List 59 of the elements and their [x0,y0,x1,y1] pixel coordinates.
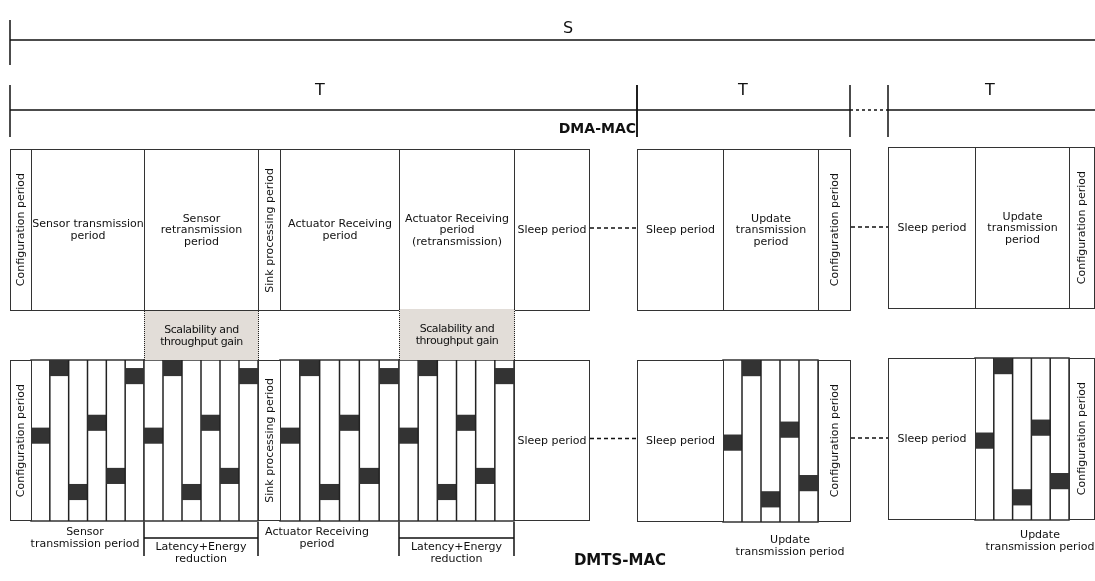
period-text: Sleep period [517,434,587,447]
period-box [258,149,281,311]
gain-highlight-box [144,311,259,360]
period-text: Sensor transmission period [32,218,144,242]
period-text: Actuator Receiving period [287,218,393,242]
period-text: Sensor retransmission period [159,212,244,248]
period-box [514,360,590,521]
axis-label: T [737,82,749,99]
period-text: Configuration period [15,173,27,287]
period-box [818,360,851,522]
period-text: Sink processing period [263,378,276,503]
period-text: Update transmission period [735,534,845,558]
period-box [31,149,145,311]
period-text: Actuator Receiving period [264,526,370,550]
period-text: Sleep period [897,433,967,445]
period-text: Sleep period [517,224,587,236]
period-text: Update transmission period [986,210,1059,246]
period-text: Configuration period [828,173,841,287]
period-text: Configuration period [15,383,27,498]
period-text: Sleep period [897,222,967,234]
protocol-name: DMA-MAC [557,121,636,136]
period-text: Scalability and throughput gain [414,322,500,347]
period-text: Scalability and throughput gain [159,323,244,348]
period-box [975,147,1070,309]
gain-text: Latency+Energy reduction [154,541,248,565]
period-box [723,149,819,311]
period-text: Configuration period [1076,382,1088,496]
period-box [10,149,32,311]
axis-label: S [561,20,575,37]
period-box [514,149,590,311]
period-box [1069,358,1095,520]
connector-line [589,227,638,229]
period-text: Actuator Receiving period (retransmission) [404,212,510,248]
connector-line [850,437,889,439]
period-text: Update transmission period [734,212,808,248]
period-box [280,149,400,311]
period-box [144,149,259,311]
period-box [10,360,32,521]
gain-text: Latency+Energy reduction [409,541,504,565]
axis-label: T [314,82,326,99]
period-box [637,360,724,522]
period-text: Sink processing period [263,167,276,293]
period-text: Update transmission period [985,529,1095,553]
connector-line [850,226,889,228]
period-box [1069,147,1095,309]
gain-highlight-box [399,309,515,360]
protocol-name: DMTS-MAC [572,553,668,569]
period-text: Sensor transmission period [30,526,140,550]
period-text: Sleep period [645,224,716,236]
period-text: Configuration period [1076,171,1088,285]
period-box [258,360,281,521]
period-box [888,147,976,309]
period-text: Sleep period [645,435,716,447]
period-text: Configuration period [828,384,841,498]
period-box [818,149,851,311]
period-box [637,149,724,311]
period-box [888,358,976,520]
axis-label: T [984,82,996,99]
connector-line [589,437,638,440]
